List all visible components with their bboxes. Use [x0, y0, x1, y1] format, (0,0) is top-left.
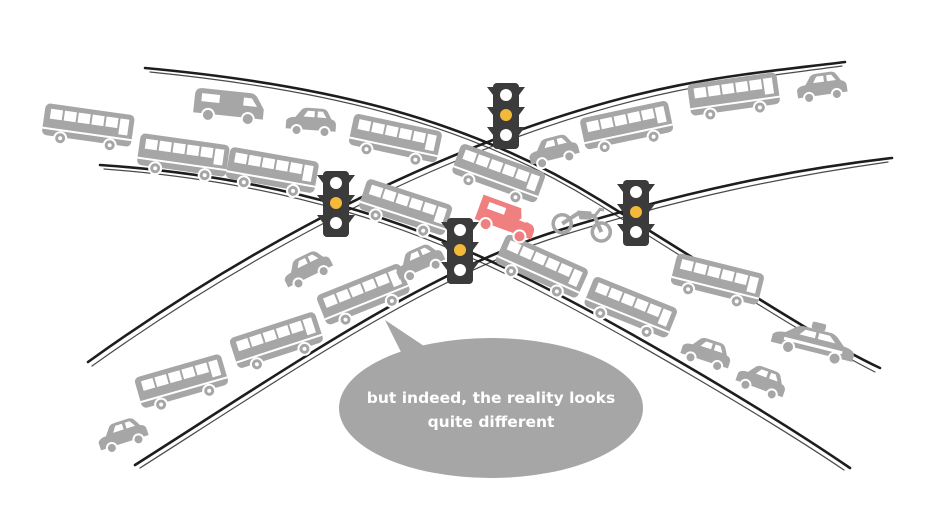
road-edge: [133, 156, 894, 467]
car-icon: [277, 244, 337, 294]
bus-icon: [39, 101, 137, 156]
motorcycle-icon: [551, 207, 613, 243]
speech-bubble-body: [339, 338, 643, 478]
bus-icon: [490, 232, 591, 307]
speech-bubble-line2: quite different: [428, 413, 555, 431]
speech-bubble-line1: but indeed, the reality looks: [367, 389, 615, 407]
delivery-van-icon: [474, 194, 535, 244]
car-icon: [389, 238, 449, 287]
bus-icon: [578, 99, 677, 158]
car-icon: [794, 68, 850, 106]
traffic-light-icon: [441, 218, 479, 284]
bus-icon: [354, 176, 455, 244]
car-icon: [732, 358, 791, 404]
bus-icon: [685, 70, 783, 125]
road-edge: [98, 163, 852, 470]
taxi-icon: [768, 311, 861, 370]
car-icon: [284, 105, 339, 139]
vehicles: [39, 68, 861, 458]
car-icon: [677, 331, 736, 376]
road-edge-sketch: [103, 168, 845, 471]
road-edge-sketch: [139, 161, 889, 469]
bus-icon: [134, 131, 232, 186]
bus-icon: [579, 274, 680, 347]
bus-icon: [227, 309, 328, 377]
bus-icon: [132, 352, 233, 417]
van-icon: [191, 86, 267, 128]
speech-bubble: but indeed, the reality looks quite diff…: [339, 320, 643, 478]
bus-icon: [667, 251, 767, 314]
car-icon: [93, 413, 152, 458]
